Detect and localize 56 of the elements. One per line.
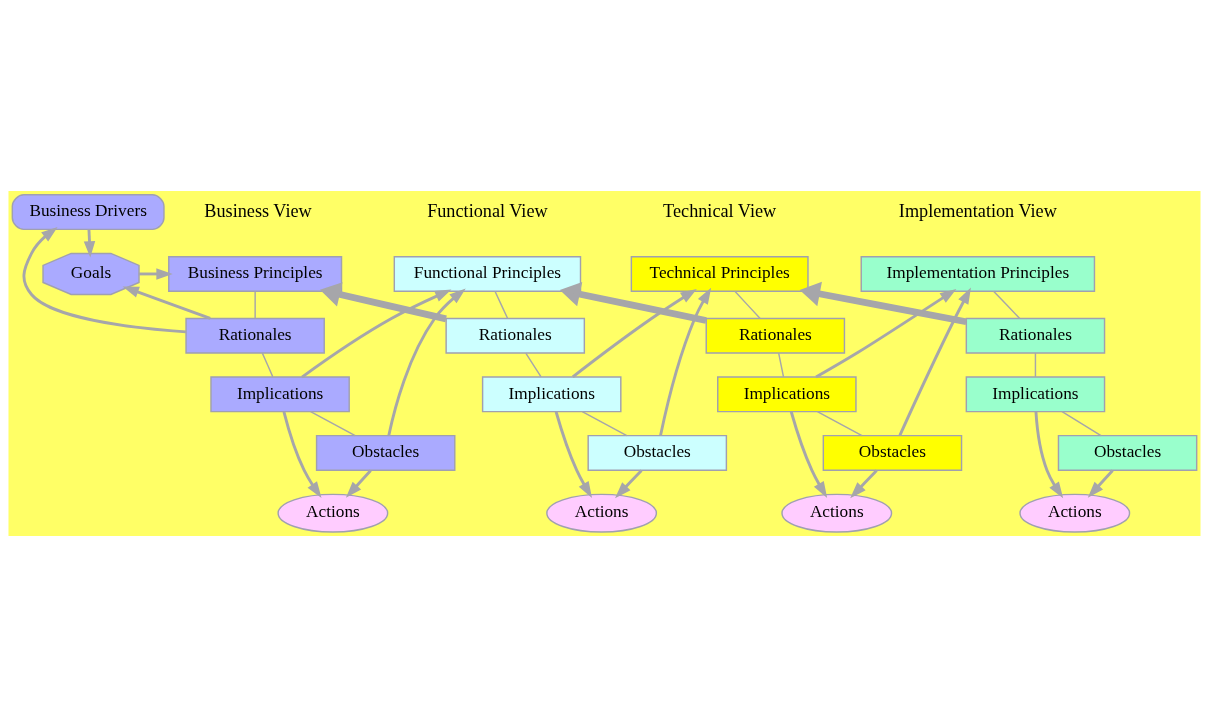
connector [734, 290, 761, 319]
node-box: Obstacles [587, 434, 728, 471]
connector [494, 290, 509, 319]
connector [816, 410, 863, 436]
arrow [898, 287, 971, 436]
arrow [282, 411, 322, 498]
label: Implementation View [898, 200, 1057, 221]
node-box: Obstacles [822, 434, 963, 471]
arrow [659, 287, 712, 436]
connector [992, 290, 1021, 319]
node-box: Business Drivers [11, 193, 165, 230]
connector [254, 290, 256, 319]
node-ellipse: Actions [277, 493, 389, 533]
arrow [1034, 411, 1064, 498]
arrow [559, 281, 707, 324]
arrow [122, 285, 211, 320]
node-box: Technical Principles [630, 255, 809, 292]
connector [581, 410, 628, 436]
node-box: Rationales [705, 317, 846, 354]
label: Business View [204, 200, 312, 221]
node-box: Rationales [965, 317, 1106, 354]
node-ellipse: Actions [1019, 493, 1131, 533]
node-box: Obstacles [315, 434, 456, 471]
node-box: Implications [965, 375, 1106, 412]
connector [777, 351, 785, 378]
arrow [799, 281, 967, 325]
node-box: Implications [481, 375, 622, 412]
node-box: Implementation Principles [860, 255, 1096, 292]
label: Technical View [663, 200, 777, 221]
connector [309, 410, 356, 436]
arrow [815, 288, 957, 378]
arrow [301, 289, 452, 378]
node-ellipse: Actions [546, 493, 658, 533]
arrow [850, 468, 878, 498]
connector [1034, 351, 1037, 378]
node-box: Implications [717, 375, 857, 412]
arrow [615, 468, 643, 498]
arrow [345, 468, 372, 498]
connector [261, 351, 274, 378]
arrow [554, 410, 593, 498]
arrow [319, 281, 447, 322]
node-box: Rationales [185, 317, 325, 354]
node-box: Implications [210, 375, 350, 412]
arrow [138, 267, 173, 280]
arrow [571, 288, 697, 378]
arrow [387, 288, 466, 436]
node-box: Business Principles [168, 255, 343, 292]
connector [525, 351, 542, 378]
node-box: Obstacles [1057, 434, 1198, 471]
node-box: Rationales [445, 317, 586, 354]
node-box: Functional Principles [393, 255, 582, 292]
label: Functional View [427, 200, 548, 221]
node-ellipse: Actions [781, 493, 893, 533]
connector [1061, 410, 1102, 436]
arrow [789, 410, 828, 498]
arrow [1087, 468, 1114, 498]
